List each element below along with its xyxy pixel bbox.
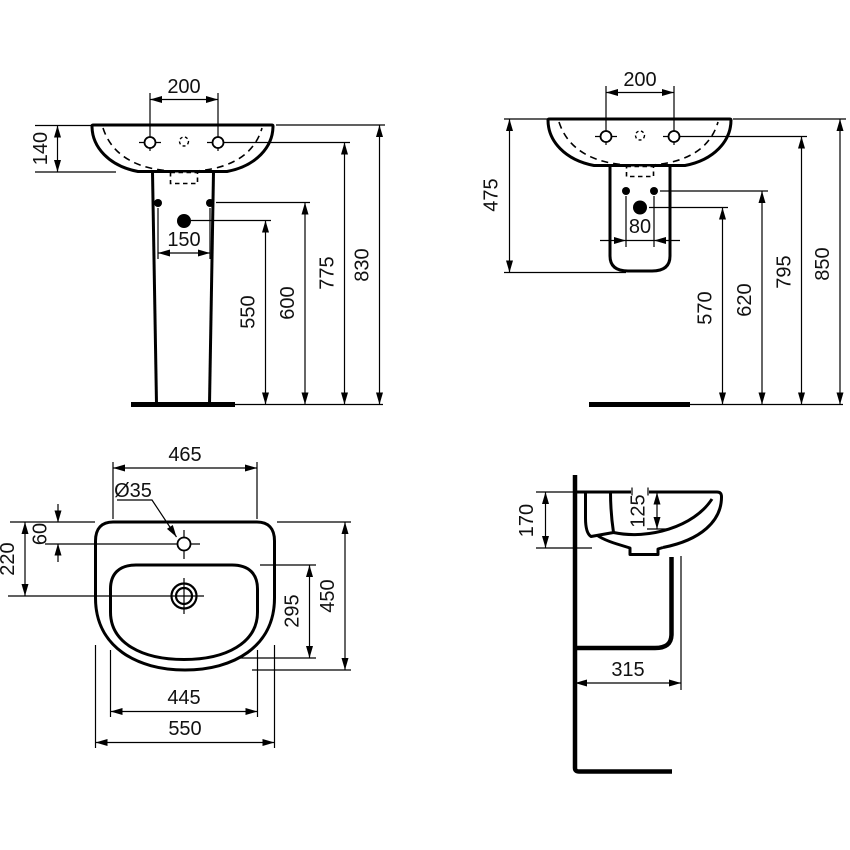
basin-outline [546, 117, 733, 167]
dimension-overall-depth: 450 [252, 521, 351, 671]
view-front-full-pedestal: 200 140 150 550 600 [30, 76, 385, 407]
dim-label: 550 [168, 718, 201, 740]
dim-label: 125 [628, 494, 650, 527]
pedestal-outline [151, 171, 215, 405]
dim-label: 295 [282, 594, 304, 627]
dimension-overall-width: 550 [94, 645, 276, 748]
overflow-hole-icon [178, 136, 190, 147]
dimension-pedestal-bottom-height: 475 [481, 118, 626, 274]
dimension-drain-height: 570 [649, 206, 728, 405]
view-plan: Ø35 465 60 220 295 [0, 444, 351, 748]
dimension-bowl-length: 295 [240, 564, 316, 659]
dimension-inner-rim-width: 465 [112, 444, 258, 519]
drain-outlet-hidden [169, 171, 199, 185]
dimension-tap-spacing: 200 [150, 76, 218, 103]
dimension-fixing-spacing: 80 [600, 196, 680, 247]
overflow-hole-icon [634, 130, 646, 141]
dim-label: 150 [167, 229, 200, 251]
dimension-bowl-depth: 125 [628, 492, 668, 530]
bowl-inner-profile [613, 498, 714, 537]
dimension-drain-height: 550 [191, 219, 271, 405]
dimension-fixing-height: 600 [216, 201, 310, 405]
dim-label: Ø35 [114, 480, 152, 502]
dimension-ledge-height: 795 [774, 136, 805, 405]
basin-hidden-inner-rim [558, 121, 719, 167]
semi-pedestal-side-profile [577, 557, 674, 651]
dim-label: 475 [481, 178, 503, 211]
dim-label: 445 [167, 687, 200, 709]
basin-outline [90, 123, 275, 173]
dimension-basin-edge-height: 170 [516, 491, 592, 549]
dimension-drain-offset: 220 [0, 521, 45, 596]
dim-label: 80 [629, 216, 651, 238]
dim-label: 450 [317, 579, 339, 612]
dimension-fixing-height: 620 [660, 190, 768, 405]
deck-section-cut [584, 490, 615, 538]
dim-label: 220 [0, 542, 19, 575]
dimension-bowl-width: 445 [109, 650, 259, 717]
dim-label: 600 [277, 286, 299, 319]
tap-hole-icon [595, 86, 617, 145]
dim-label: 795 [774, 255, 796, 288]
tap-hole-icon [663, 86, 807, 145]
dimension-overall-height: 850 [733, 118, 846, 405]
tap-hole-icon [45, 530, 200, 559]
dimension-tap-offset: 60 [30, 504, 95, 562]
wall-line [572, 475, 672, 774]
fixing-hole-dot [206, 199, 214, 207]
dim-label: 465 [168, 444, 201, 466]
dimension-ledge-height: 775 [317, 142, 348, 405]
dim-label: 850 [812, 247, 834, 280]
dim-label: 570 [695, 291, 717, 324]
tap-hole-diameter-callout: Ø35 [114, 480, 178, 538]
view-front-semi-pedestal: 200 475 80 570 620 [481, 69, 846, 407]
drain-point-dot [633, 200, 647, 215]
dim-label: 775 [317, 256, 339, 289]
dim-label: 315 [611, 659, 644, 681]
fixing-hole-dot [650, 187, 658, 195]
dimension-tap-spacing: 200 [606, 69, 674, 96]
basin-hidden-inner-rim [102, 127, 263, 173]
dim-label: 200 [167, 76, 200, 98]
basin-side-profile [575, 487, 723, 556]
dim-label: 620 [734, 283, 756, 316]
dim-label: 170 [516, 504, 538, 537]
view-side-section: 170 125 315 [516, 475, 723, 774]
fixing-hole-dot [154, 199, 162, 207]
fixing-hole-dot [622, 187, 630, 195]
tap-hole-icon [207, 93, 350, 151]
dim-label: 200 [623, 69, 656, 91]
dim-label: 550 [238, 295, 260, 328]
drain-point-dot [177, 214, 191, 228]
dimension-overall-height: 830 [276, 124, 385, 405]
tap-hole-icon [139, 93, 161, 151]
dim-label: 140 [30, 132, 52, 165]
dim-label: 60 [30, 523, 52, 545]
dimension-projection: 315 [575, 556, 682, 690]
tap-hole-notch [631, 488, 649, 496]
dim-label: 830 [352, 248, 374, 281]
dimension-fixing-spacing: 150 [157, 208, 211, 259]
dimension-basin-height: 140 [30, 124, 116, 173]
drain-icon [8, 578, 204, 614]
drain-outlet-hidden [625, 165, 655, 178]
